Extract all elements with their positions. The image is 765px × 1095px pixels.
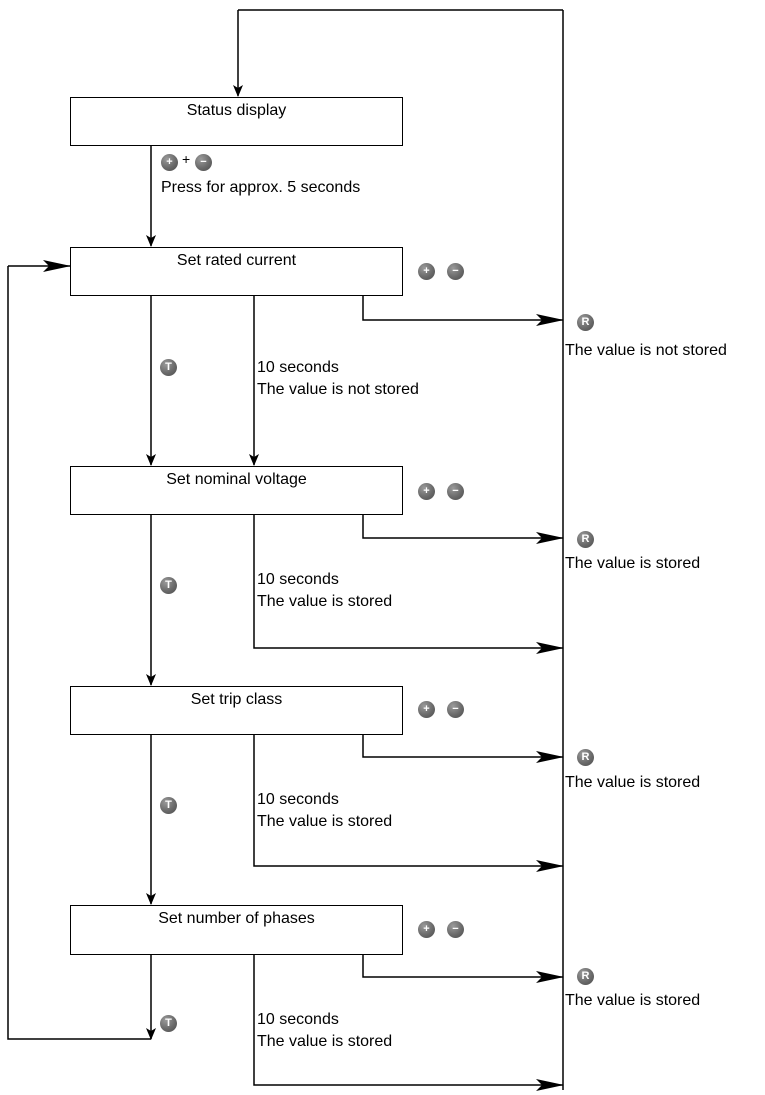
timeout-note-voltage: 10 seconds The value is stored xyxy=(257,569,392,613)
entry-instruction: Press for approx. 5 seconds xyxy=(161,179,361,196)
reset-outcome-trip: The value is stored xyxy=(565,774,701,791)
timeout-result: The value is stored xyxy=(257,813,393,830)
test-button-icon: T xyxy=(160,1015,177,1032)
timeout-note-phases: 10 seconds The value is stored xyxy=(257,1009,392,1053)
step-box-nominal-voltage: Set nominal voltage xyxy=(70,466,403,515)
timeout-duration: 10 seconds xyxy=(257,571,339,588)
step-label: Set nominal voltage xyxy=(166,471,307,488)
arrow-reset-voltage xyxy=(362,514,564,544)
step-label: Set number of phases xyxy=(158,910,315,927)
timeout-duration: 10 seconds xyxy=(257,791,339,808)
plus-button-icon: + xyxy=(418,483,435,500)
step-label: Set rated current xyxy=(176,252,297,269)
timeout-duration: 10 seconds xyxy=(257,1011,339,1028)
step-box-number-of-phases: Set number of phases xyxy=(70,905,403,955)
arrow-timeout-voltage xyxy=(253,514,564,654)
plus-button-icon: + xyxy=(418,263,435,280)
test-button-icon: T xyxy=(160,359,177,376)
plus-sign: + xyxy=(182,151,191,167)
plus-button-icon: + xyxy=(418,701,435,718)
reset-button-icon: R xyxy=(577,314,594,331)
arrow-reset-rated xyxy=(362,295,564,326)
test-button-icon: T xyxy=(160,797,177,814)
timeout-duration: 10 seconds xyxy=(257,359,339,376)
timeout-result: The value is stored xyxy=(257,1033,393,1050)
step-box-trip-class: Set trip class xyxy=(70,686,403,735)
test-button-icon: T xyxy=(160,577,177,594)
step-box-status-display: Status display xyxy=(70,97,403,146)
step-label: Status display xyxy=(186,102,287,119)
timeout-note-trip: 10 seconds The value is stored xyxy=(257,789,392,833)
arrow-timeout-trip xyxy=(253,734,564,872)
reset-outcome-phases: The value is stored xyxy=(565,992,701,1009)
reset-outcome-voltage: The value is stored xyxy=(565,555,701,572)
minus-button-icon: − xyxy=(447,921,464,938)
minus-button-icon: − xyxy=(447,263,464,280)
reset-outcome-rated: The value is not stored xyxy=(565,342,727,359)
step-box-rated-current: Set rated current xyxy=(70,247,403,296)
loop-line-left xyxy=(7,266,151,1040)
arrow-timeout-phases xyxy=(253,954,564,1091)
arrow-reset-phases xyxy=(362,954,564,983)
step-label: Set trip class xyxy=(190,691,283,708)
reset-button-icon: R xyxy=(577,968,594,985)
timeout-note-rated: 10 seconds The value is not stored xyxy=(257,357,419,401)
timeout-result: The value is stored xyxy=(257,593,393,610)
minus-button-icon: − xyxy=(195,154,212,171)
reset-button-icon: R xyxy=(577,749,594,766)
minus-button-icon: − xyxy=(447,483,464,500)
minus-button-icon: − xyxy=(447,701,464,718)
plus-button-icon: + xyxy=(418,921,435,938)
reset-button-icon: R xyxy=(577,531,594,548)
plus-button-icon: + xyxy=(161,154,178,171)
arrow-reset-trip xyxy=(362,734,564,763)
timeout-result: The value is not stored xyxy=(257,381,419,398)
